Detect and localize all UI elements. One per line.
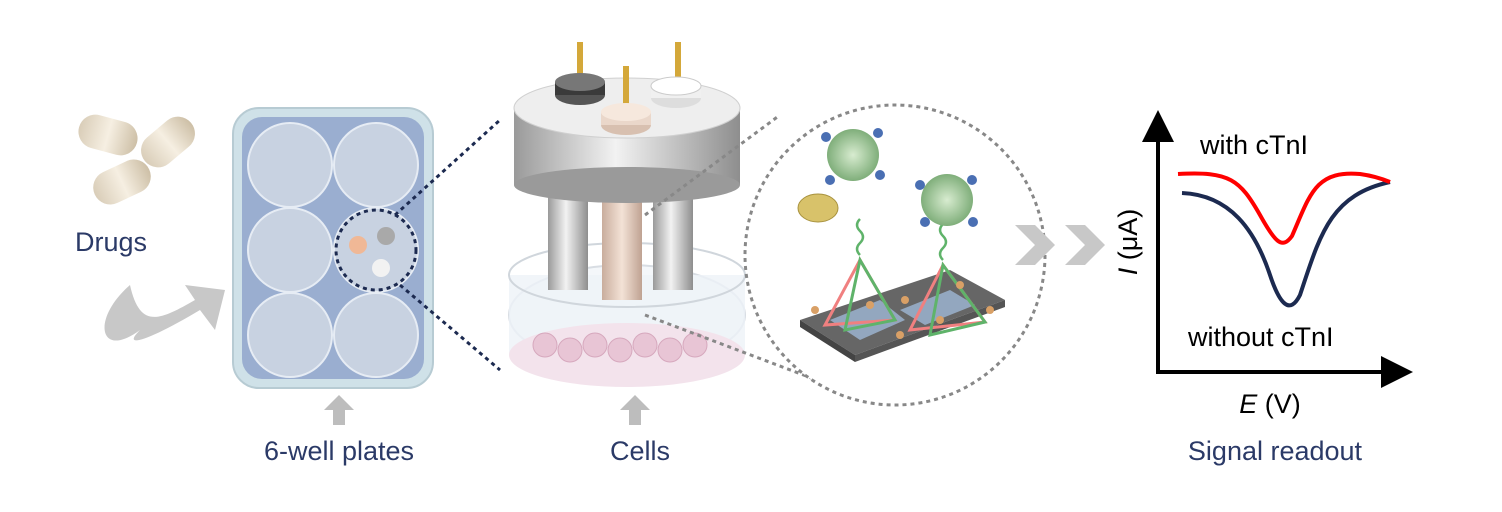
plates-label: 6-well plates: [264, 436, 414, 466]
curve-with-ctni: [1177, 171, 1391, 245]
x-axis-label: E (V): [1239, 389, 1301, 419]
without-ctni-label: without cTnI: [1187, 322, 1334, 352]
curved-arrow-icon: [104, 285, 225, 341]
drug-capsules-icon: [78, 114, 195, 205]
x-axis-unit: (V): [1257, 389, 1301, 419]
y-axis-var: I: [1113, 267, 1143, 275]
x-axis-var: E: [1239, 389, 1258, 419]
with-ctni-label: with cTnI: [1199, 130, 1308, 160]
voltammogram-plot: with cTnI without cTnI I (μA) E (V): [1113, 110, 1413, 419]
y-axis-label: I (μA): [1113, 209, 1143, 276]
chevron-arrows-icon: [1015, 225, 1105, 265]
up-arrow-icon: [324, 395, 354, 425]
curve-without-ctni: [1181, 180, 1391, 308]
y-axis-unit: (μA): [1113, 209, 1143, 268]
readout-label: Signal readout: [1188, 436, 1363, 466]
electrochemical-cell: [508, 42, 746, 387]
up-arrow-icon: [620, 395, 650, 425]
cells-label: Cells: [610, 436, 670, 466]
drugs-label: Drugs: [75, 227, 147, 257]
sensor-interface-zoom: [644, 103, 1047, 407]
six-well-plate: [232, 107, 502, 389]
